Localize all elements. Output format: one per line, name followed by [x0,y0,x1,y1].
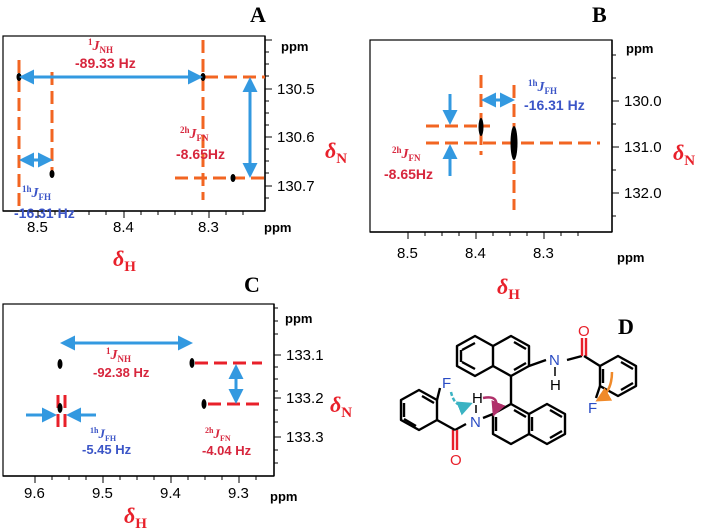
panel-c-x-tick-label: 9.5 [92,485,113,502]
panel-b-frame [369,39,613,233]
panel-b-x-tick-label: 8.3 [533,245,554,262]
panel-a-peak [16,73,22,81]
panel-a-x-tick-label: 8.3 [198,219,219,236]
atom-n-right: N [549,352,560,369]
molecule-structure [399,334,638,450]
panel-c-j-nh-label: 1JNH [106,346,131,364]
panel-c-peak [189,358,195,368]
panel-a-j-nh-label: 1JNH [88,37,113,55]
panel-a-y-tick-label: 130.6 [277,129,315,146]
panel-b-j-fh-value: -16.31 Hz [524,97,585,113]
panel-b-peak [510,126,518,160]
panel-b-j-fh-label: 1hJFH [528,78,557,96]
panel-c-peak [57,359,63,369]
panel-b-ppm-bottom: ppm [617,250,644,265]
panel-a-x-tick-label: 8.4 [113,219,134,236]
panel-a-y-ticks [265,39,272,199]
panel-b-y-tick-label: 131.0 [624,139,662,156]
panel-b-ppm-top: ppm [626,41,653,56]
atom-o-right: O [578,323,590,340]
panel-a-j-fh-value: -16.31 Hz [14,205,75,221]
panel-d: D [399,314,638,469]
coupling-arrow-fh [449,391,473,416]
panel-a-x-axis-label: δH [113,246,136,275]
panel-c-y-ticks [274,307,281,464]
atom-f-left: F [442,375,451,392]
panel-a-j-fh-label: 1hJFH [22,184,51,202]
panel-a-peak [230,174,236,182]
panel-a-ppm-top: ppm [281,39,308,54]
panel-a-j-nh-value: -89.33 Hz [75,55,136,71]
panel-c-j-fh-label: 1hJFH [90,426,117,443]
panel-b-x-tick-label: 8.4 [465,245,486,262]
panel-b-y-axis-label: δN [673,140,695,169]
panel-c-y-tick-label: 133.1 [286,347,324,364]
panel-a-y-axis-label: δN [325,138,347,167]
panel-a-y-tick-label: 130.7 [277,178,315,195]
coupling-arrow-nh [482,396,506,417]
atom-h-right: H [550,377,561,394]
panel-c-ppm-top: ppm [285,311,312,326]
atom-o-left: O [450,452,462,469]
panel-c-x-axis-label: δH [124,503,147,529]
panel-c-peak [201,399,207,409]
atom-f-right: F [588,400,597,417]
panel-a-peak [200,73,206,81]
panel-c-y-tick-label: 133.2 [286,390,324,407]
panel-b-y-tick-label: 130.0 [624,93,662,110]
panel-a-j-fn-label: 2hJFN [180,125,209,143]
panel-c-j-nh-value: -92.38 Hz [93,365,150,380]
panel-c-dashed-guides [56,361,262,433]
panel-c-x-ticks [34,476,257,483]
panel-c-y-tick-label: 133.3 [286,429,324,446]
panel-d-letter: D [618,314,634,339]
panel-c-j-fn-value: -4.04 Hz [202,443,252,458]
coupling-arrow-fn [595,371,614,402]
panel-b-letter: B [592,2,607,27]
panel-c-j-fn-label: 2hJFN [205,426,231,443]
panel-b-peak [478,118,484,136]
panel-a-ppm-bottom: ppm [264,220,291,235]
panel-c-x-tick-label: 9.6 [24,485,45,502]
panel-c-x-tick-label: 9.3 [228,485,249,502]
panel-c-y-axis-label: δN [330,392,352,421]
panel-a-x-tick-label: 8.5 [27,219,48,236]
panel-b-x-tick-label: 8.5 [397,245,418,262]
panel-a-letter: A [250,2,266,27]
panel-a-y-tick-label: 130.5 [277,81,315,98]
atom-n-left: N [470,414,481,431]
panel-c-letter: C [244,272,260,297]
panel-a-dashed-guides [17,40,265,210]
panel-c-peak [57,403,63,413]
panel-c-j-fh-value: -5.45 Hz [82,442,132,457]
panel-b-y-tick-label: 132.0 [624,185,662,202]
panel-b-x-axis-label: δH [497,274,520,303]
panel-b-y-ticks [612,54,619,217]
panel-c-ppm-bottom: ppm [270,489,297,504]
panel-b-j-fn-label: 2hJFN [392,145,421,163]
panel-b-j-fn-value: -8.65Hz [384,166,433,182]
panel-b: B ppm 130.0 131.0 132.0 8.5 8.4 8.3 ppm … [369,2,695,303]
panel-a-x-ticks [37,211,244,218]
panel-c-x-tick-label: 9.4 [160,485,181,502]
panel-a-peak [49,170,55,178]
atom-h-left: H [472,390,483,407]
panel-b-x-ticks [407,232,579,239]
panel-a: A ppm 130.5 130.6 130.7 8.5 8.4 8.3 ppm … [2,2,347,275]
panel-a-j-fn-value: -8.65Hz [176,146,225,162]
panel-c: C ppm 133.1 133.2 133.3 9.6 9.5 9.4 9.3 … [2,272,352,529]
